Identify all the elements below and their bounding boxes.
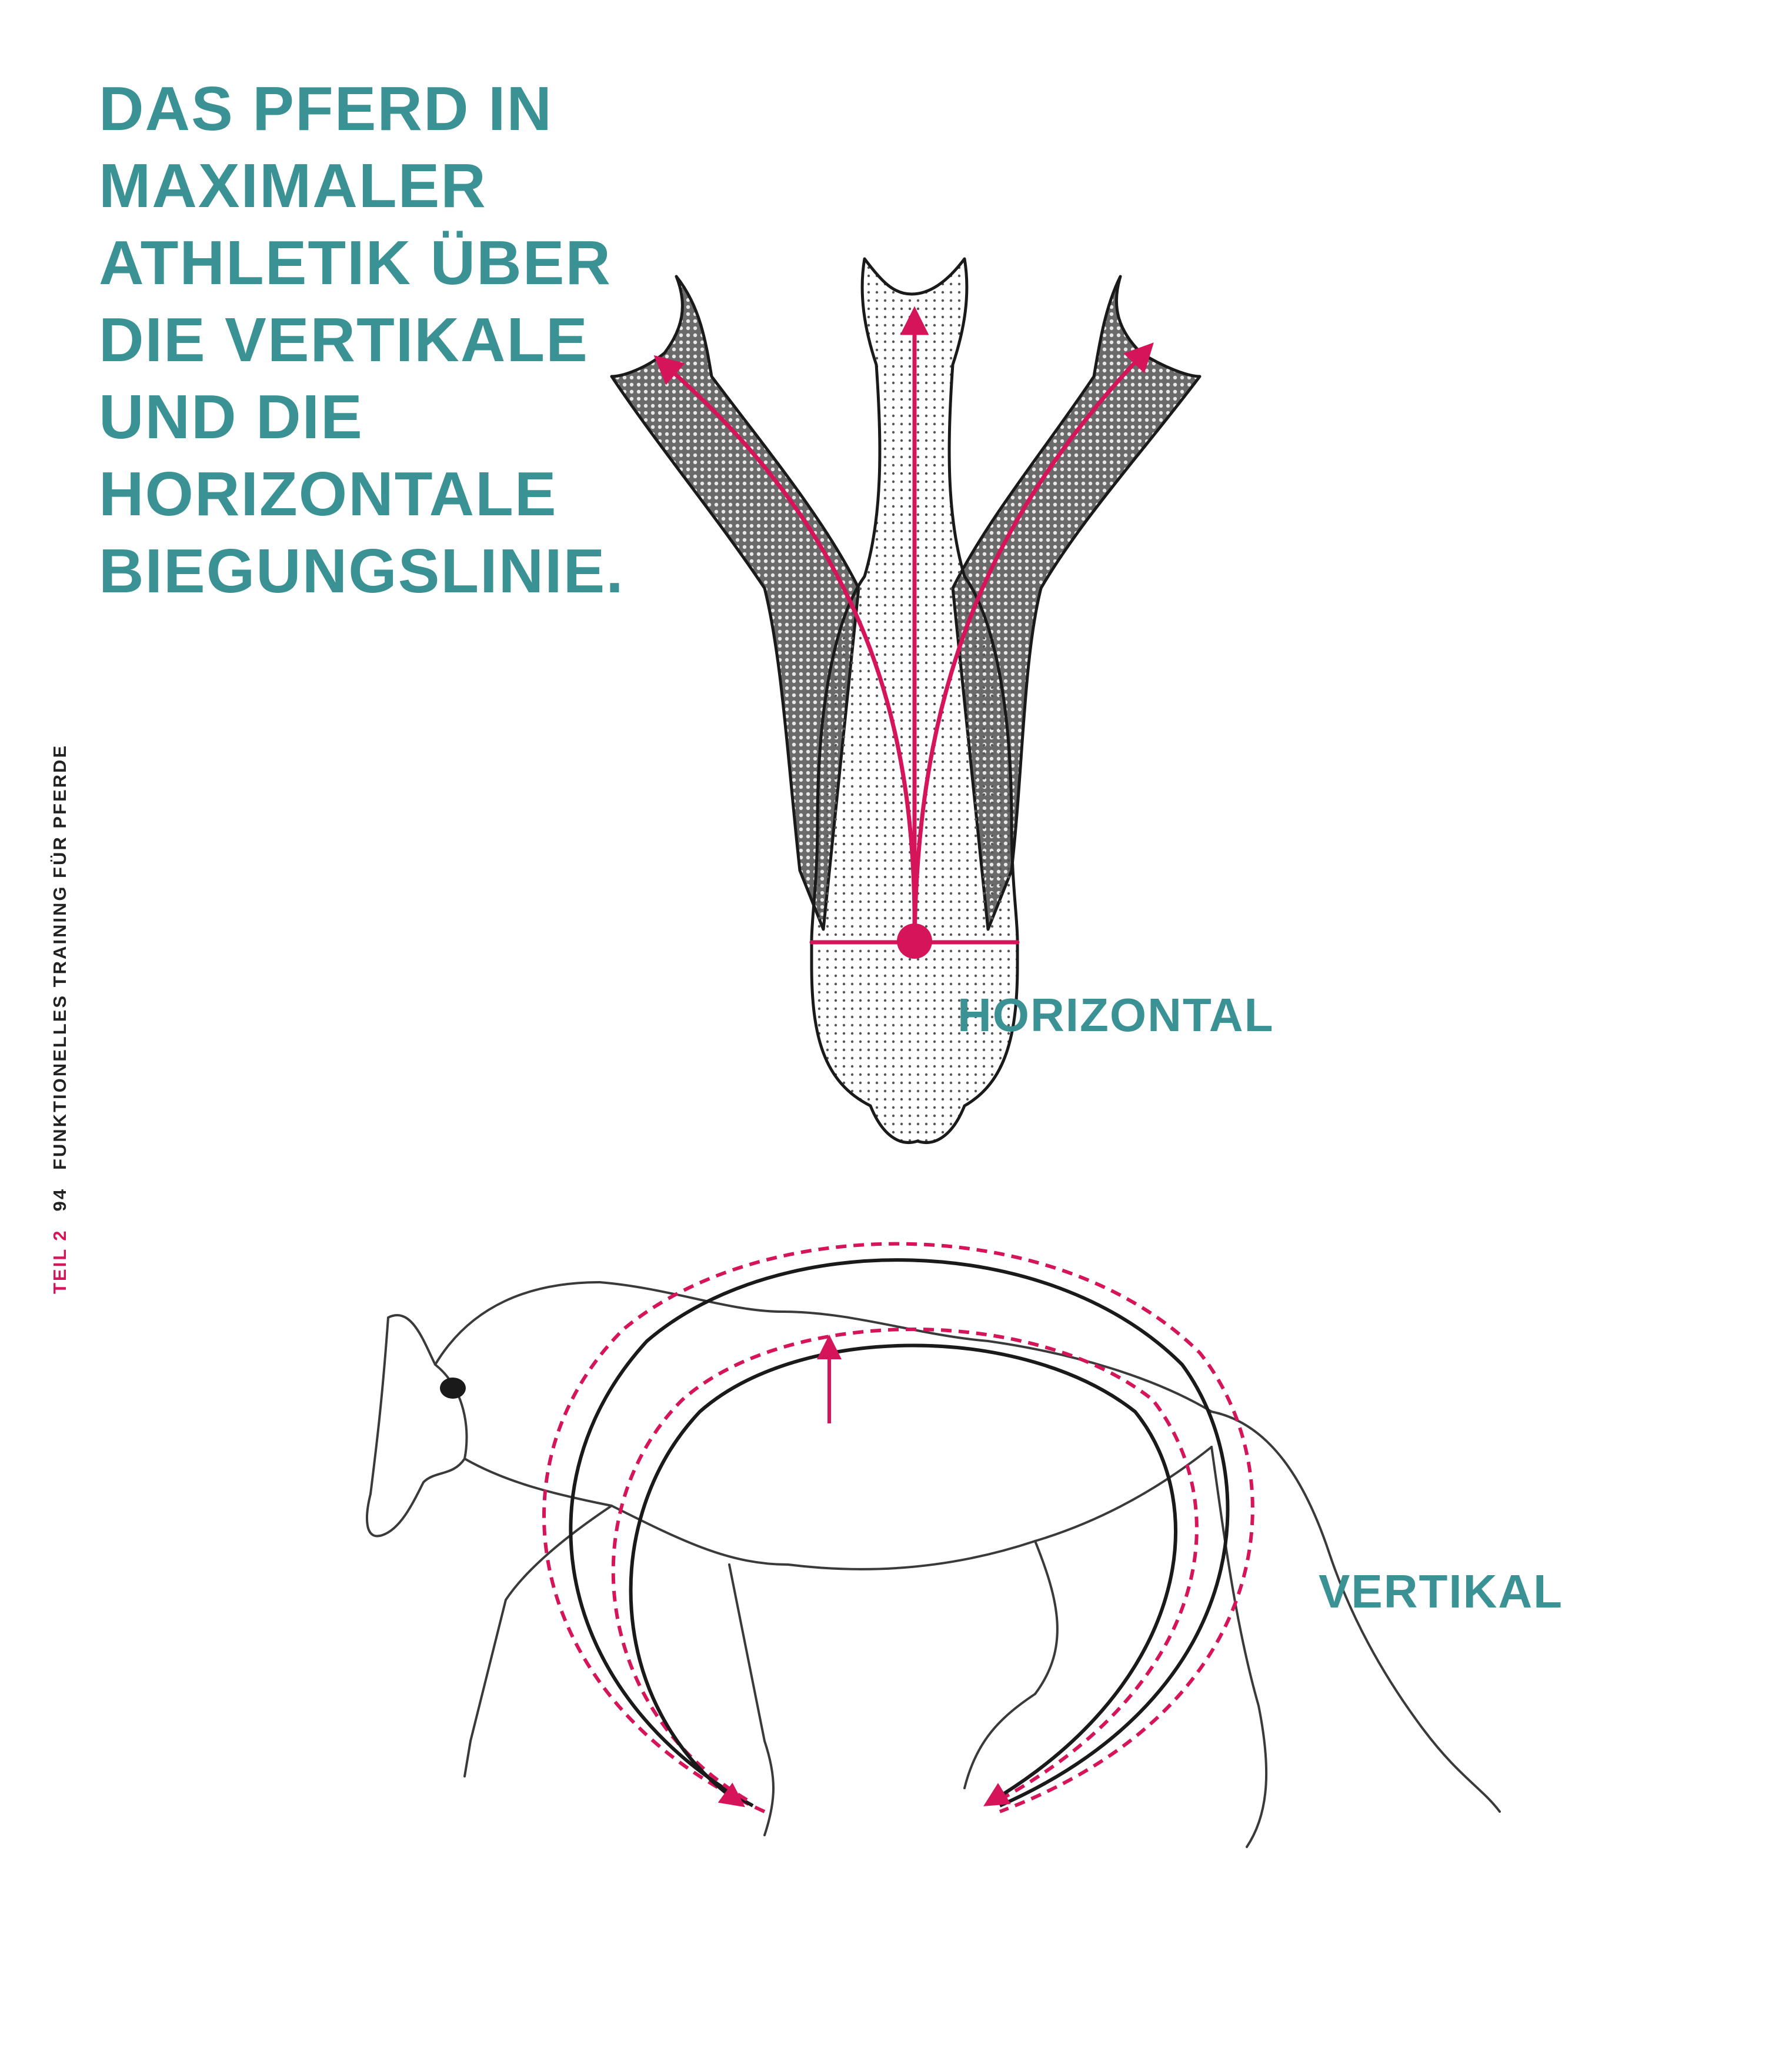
pivot-point <box>897 923 932 959</box>
right-neck-shadow <box>951 275 1202 931</box>
inner-arc-dashed <box>611 1328 1199 1802</box>
horse-hindleg-front <box>963 1540 1059 1789</box>
horse-hindleg-back <box>1210 1446 1268 1848</box>
horse-foreleg-front <box>463 1505 613 1777</box>
horse-belly <box>463 1446 1213 1570</box>
right-bend-arrow <box>912 342 1154 942</box>
running-head: TEIL 2 94 FUNKTIONELLES TRAINING FÜR PFERD… <box>49 744 71 1294</box>
title-line: ATHLETIK ÜBER <box>99 228 612 298</box>
left-bend-arrow <box>653 355 917 942</box>
left-neck-shadow <box>610 275 860 931</box>
running-head-part: TEIL 2 <box>49 1229 70 1294</box>
horse-tail <box>1210 1410 1501 1813</box>
title-line: DAS PFERD IN <box>99 74 553 144</box>
title-line: HORIZONTALE <box>99 459 558 529</box>
book-title: FUNKTIONELLES TRAINING FÜR PFERDE <box>49 743 70 1170</box>
horse-head <box>366 1314 468 1538</box>
vertical-bending-arrows <box>542 1242 1254 1813</box>
outer-arc-solid <box>569 1258 1230 1807</box>
title-line: BIEGUNGSLINIE. <box>99 536 625 606</box>
title-line: UND DIE <box>99 382 363 452</box>
horse-eye <box>440 1378 466 1399</box>
horizontal-bending-arrows <box>653 306 1154 959</box>
inner-arc-solid <box>629 1343 1177 1807</box>
page-title: DAS PFERD IN MAXIMALER ATHLETIK ÜBER DIE… <box>99 71 687 610</box>
label-vertical: VERTIKAL <box>1319 1565 1563 1618</box>
label-horizontal: HORIZONTAL <box>957 989 1274 1041</box>
outer-arc-dashed <box>542 1242 1254 1813</box>
title-line: DIE VERTIKALE <box>99 305 589 375</box>
page-number: 94 <box>49 1188 70 1212</box>
title-line: MAXIMALER <box>99 151 487 221</box>
